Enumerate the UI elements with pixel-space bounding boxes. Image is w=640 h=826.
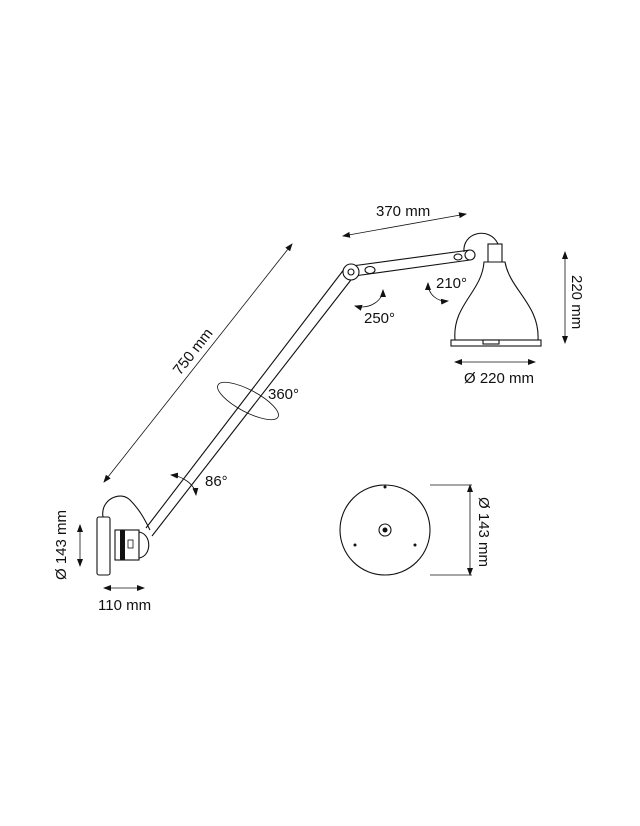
dim-arrow-750 bbox=[103, 243, 293, 483]
wall-base-front bbox=[339, 484, 472, 576]
lamp-shade bbox=[450, 232, 542, 347]
label-86deg: 86° bbox=[205, 473, 228, 490]
label-220mm-diameter: Ø 220 mm bbox=[464, 370, 534, 387]
rotation-arrow-210 bbox=[425, 282, 449, 305]
elbow-joint bbox=[342, 263, 376, 281]
lower-arm bbox=[145, 267, 355, 537]
label-110mm: 110 mm bbox=[98, 597, 151, 614]
label-750mm: 750 mm bbox=[170, 325, 217, 378]
label-143mm-right: Ø 143 mm bbox=[475, 497, 492, 567]
label-250deg: 250° bbox=[364, 310, 395, 327]
swivel-ellipse-360 bbox=[217, 381, 279, 421]
wall-base-side bbox=[96, 495, 151, 576]
rotation-arrow-250 bbox=[354, 289, 386, 311]
label-143mm-left: Ø 143 mm bbox=[53, 510, 70, 580]
label-220mm-height: 220 mm bbox=[568, 275, 585, 329]
label-370mm: 370 mm bbox=[376, 203, 430, 220]
dim-arrow-370 bbox=[342, 212, 467, 238]
label-360deg: 360° bbox=[268, 386, 299, 403]
rotation-arrow-86 bbox=[170, 472, 199, 496]
label-210deg: 210° bbox=[436, 275, 467, 292]
upper-arm bbox=[351, 249, 471, 277]
